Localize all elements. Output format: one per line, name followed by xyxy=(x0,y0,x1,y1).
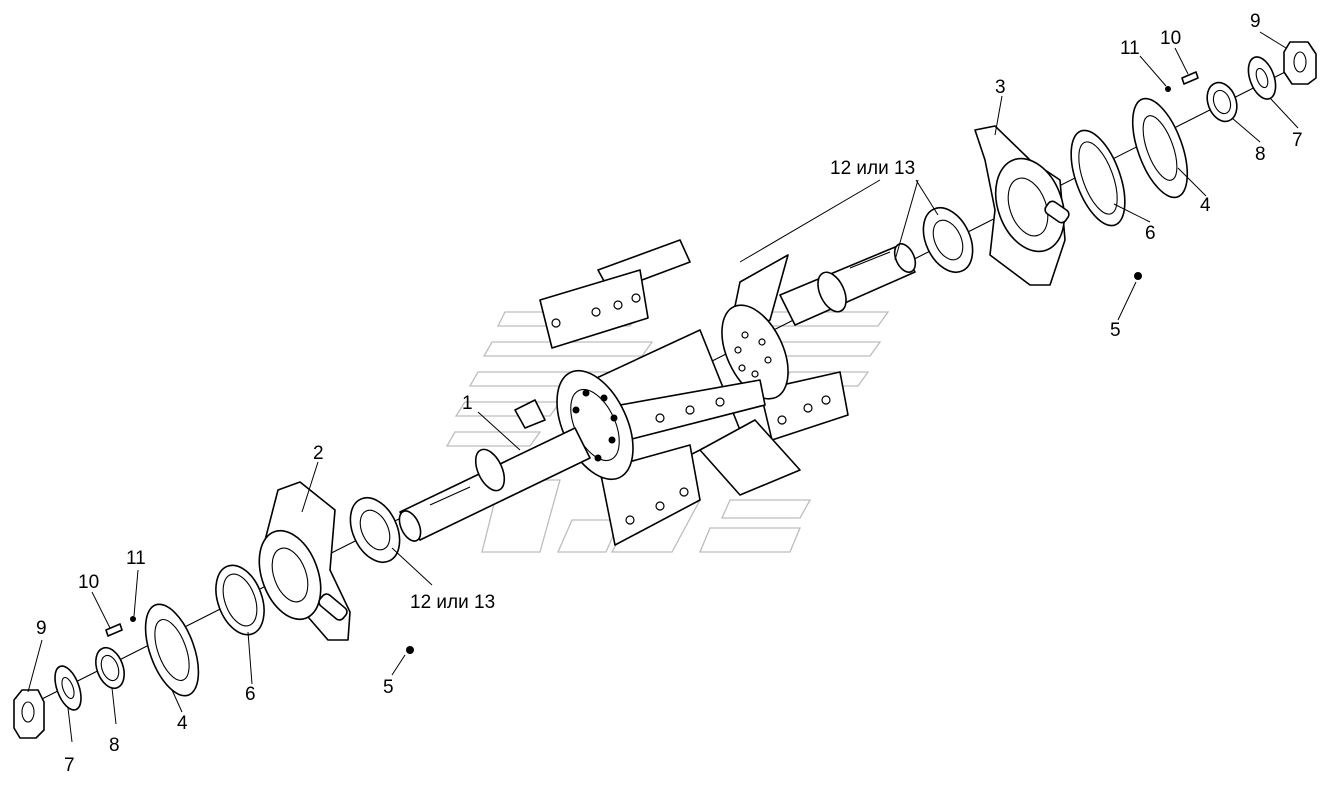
callout-7-left: 7 xyxy=(64,755,75,776)
callout-8-left: 8 xyxy=(109,735,120,756)
bearing-right xyxy=(922,207,974,273)
callout-11-left: 11 xyxy=(126,548,146,569)
washer-left xyxy=(54,665,82,711)
callout-7-right: 7 xyxy=(1292,130,1303,151)
callout-2: 2 xyxy=(313,443,324,464)
callout-8-right: 8 xyxy=(1255,144,1266,165)
rotor-drum xyxy=(514,239,849,546)
nut-left xyxy=(13,689,45,739)
cover-left xyxy=(144,603,200,697)
sleeve-right xyxy=(1206,81,1238,123)
callout-4-left: 4 xyxy=(177,713,188,734)
bolt-right xyxy=(1165,71,1199,92)
nut-right xyxy=(1283,41,1317,85)
sleeve-left xyxy=(95,646,125,690)
callout-3: 3 xyxy=(995,77,1006,98)
callout-6-left: 6 xyxy=(245,684,256,705)
screw-right xyxy=(1134,272,1142,280)
bearing-left xyxy=(349,497,401,563)
callout-9-left: 9 xyxy=(36,618,47,639)
cover-right xyxy=(1131,97,1189,199)
shaft-left xyxy=(398,427,591,542)
gasket-left xyxy=(215,564,265,636)
housing-right xyxy=(974,125,1070,286)
callout-12-left: 12 или 13 xyxy=(410,592,495,613)
housing-left xyxy=(258,481,351,641)
callout-1: 1 xyxy=(462,393,473,414)
washer-right xyxy=(1247,56,1277,100)
callout-9-right: 9 xyxy=(1250,11,1261,32)
callout-4-right: 4 xyxy=(1200,195,1211,216)
callout-6-right: 6 xyxy=(1145,223,1156,244)
screw-left xyxy=(406,646,414,654)
callout-labels: 1 2 3 4 4 5 5 6 6 7 7 8 8 9 9 10 10 11 1… xyxy=(36,11,1303,776)
bolt-left xyxy=(105,616,136,637)
callout-12-right: 12 или 13 xyxy=(830,158,915,179)
callout-11-right: 11 xyxy=(1120,38,1140,59)
callout-10-left: 10 xyxy=(78,572,99,593)
leader-lines xyxy=(27,31,1299,743)
callout-5-left: 5 xyxy=(383,677,394,698)
gasket-right xyxy=(1070,129,1126,227)
callout-10-right: 10 xyxy=(1160,28,1181,49)
shaft-right xyxy=(779,243,917,326)
callout-5-right: 5 xyxy=(1110,320,1121,341)
